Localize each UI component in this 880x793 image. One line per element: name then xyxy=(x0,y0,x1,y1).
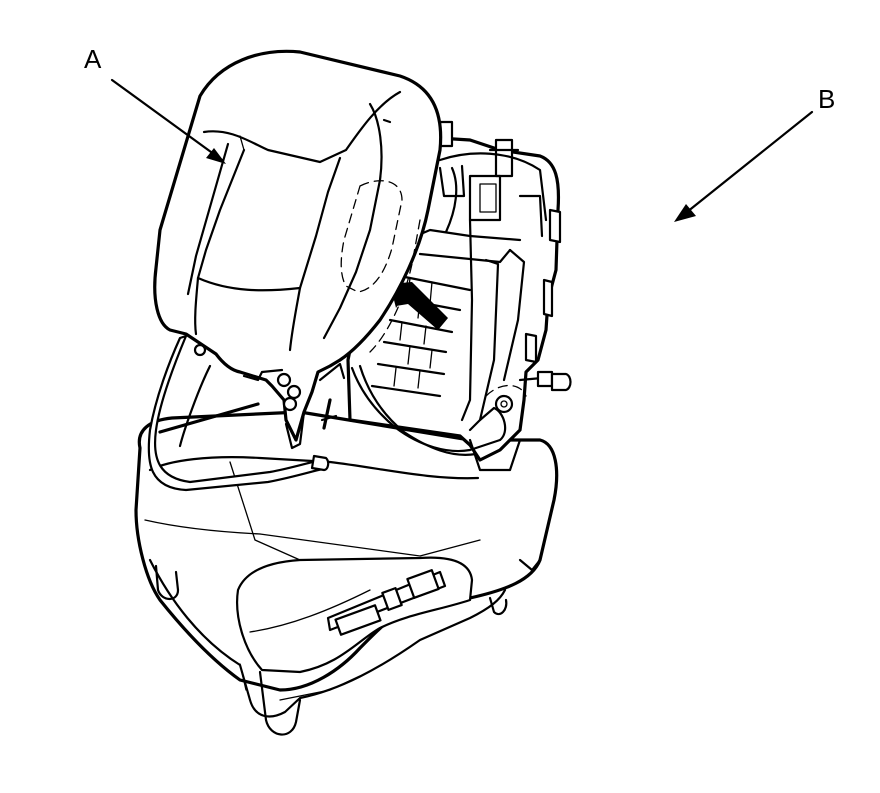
removal-arrow xyxy=(392,282,448,330)
callout-leader-b xyxy=(674,110,814,222)
seat-back-frame xyxy=(346,120,572,472)
seat-back-cover xyxy=(153,49,443,450)
seat-cushion xyxy=(134,410,559,736)
callout-leader-a xyxy=(110,78,226,164)
callout-label-a: A xyxy=(84,44,102,74)
wire-harness xyxy=(147,334,507,492)
callout-label-b: B xyxy=(818,84,836,114)
